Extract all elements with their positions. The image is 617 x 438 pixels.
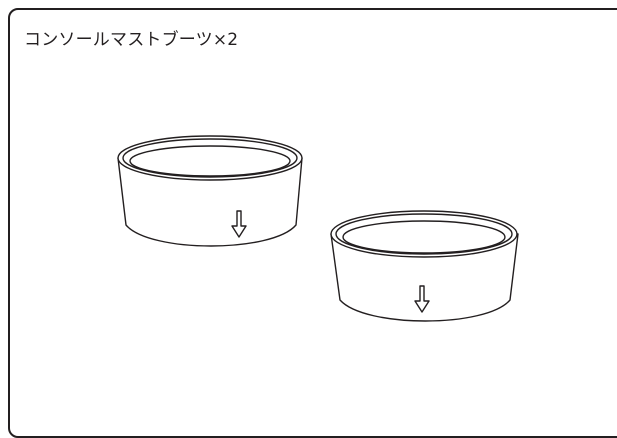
down-arrow-icon (414, 285, 430, 313)
boots-illustration (117, 135, 519, 322)
boot-2-body (330, 233, 519, 322)
boot-2 (330, 210, 519, 322)
caption-text: コンソールマストブーツ×2 (24, 30, 239, 50)
down-arrow-icon (231, 210, 247, 238)
boot-2-rim-lip (342, 220, 506, 254)
boot-1-body (117, 157, 303, 247)
illustration-panel (8, 8, 617, 438)
boot-1 (117, 135, 303, 247)
boot-1-rim-lip (129, 145, 291, 177)
